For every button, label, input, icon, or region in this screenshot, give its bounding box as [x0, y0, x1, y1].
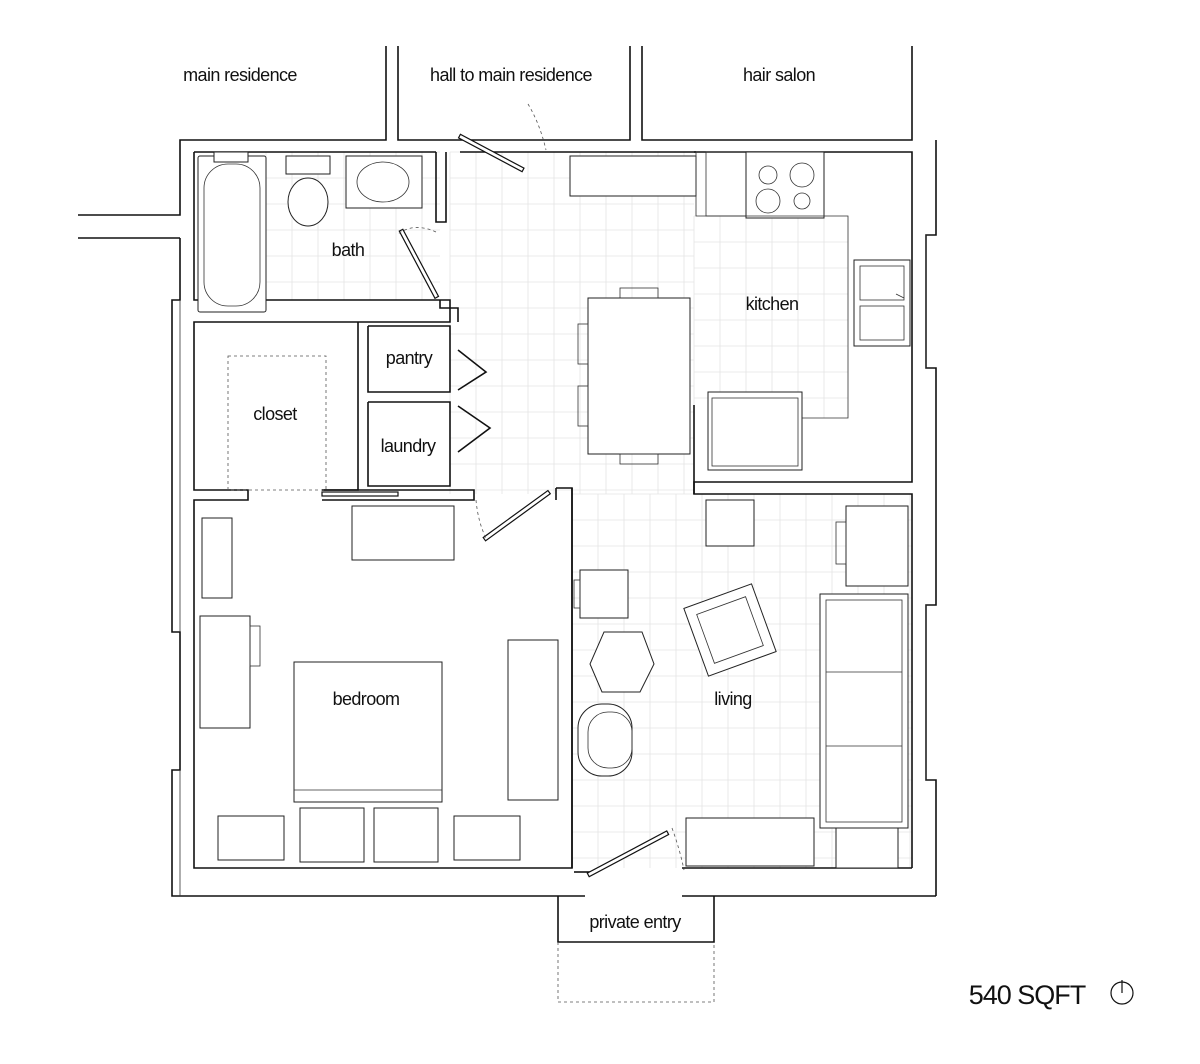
bath-fixtures — [197, 151, 423, 313]
walls — [78, 46, 937, 1003]
area-label: 540 SQFT — [969, 980, 1086, 1010]
room-labels: main residence hall to main residence ha… — [183, 65, 815, 932]
label-hall-to-main-residence: hall to main residence — [430, 65, 592, 85]
label-living: living — [714, 689, 751, 709]
living-furniture — [573, 499, 909, 869]
label-pantry: pantry — [386, 348, 433, 368]
doors — [321, 103, 685, 878]
label-closet: closet — [253, 404, 297, 424]
label-main-residence: main residence — [183, 65, 297, 85]
kitchen-fixtures — [569, 151, 911, 471]
bedroom-furniture — [199, 355, 559, 863]
label-hair-salon: hair salon — [743, 65, 815, 85]
label-bedroom: bedroom — [333, 689, 400, 709]
label-private-entry: private entry — [589, 912, 681, 932]
label-kitchen: kitchen — [746, 294, 799, 314]
label-laundry: laundry — [381, 436, 436, 456]
label-bath: bath — [332, 240, 365, 260]
north-arrow-icon — [1110, 980, 1134, 1005]
